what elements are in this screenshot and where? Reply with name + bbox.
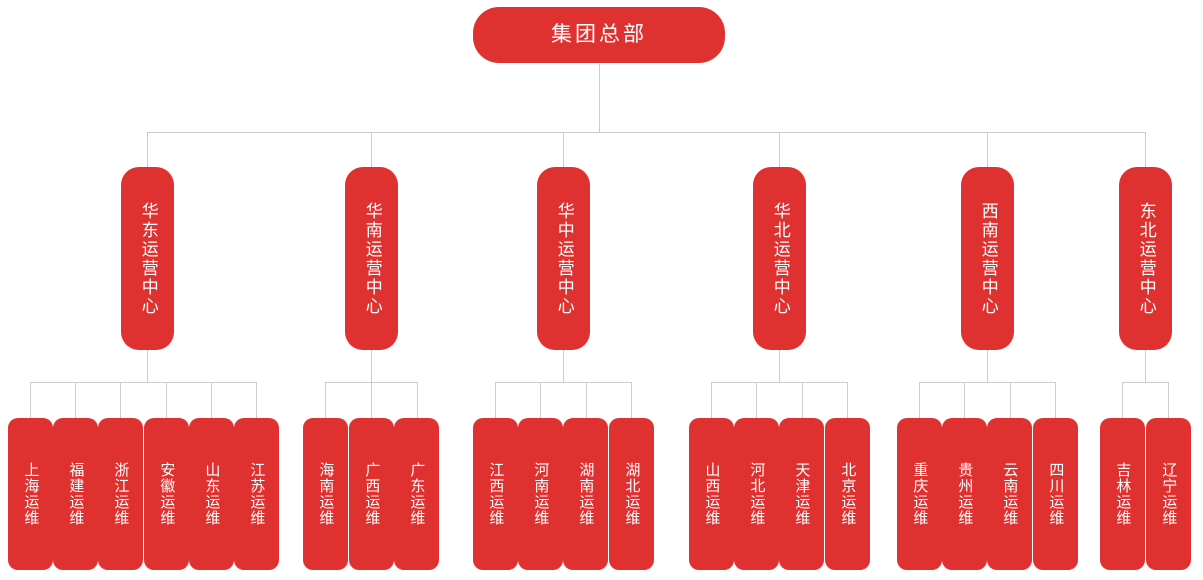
connector-drop-region-0 xyxy=(147,132,148,167)
node-leaf-guangdong[interactable]: 广东运维 xyxy=(394,418,439,570)
connector-leaf-drop-5-1 xyxy=(1168,382,1169,418)
node-leaf-jiangsu[interactable]: 江苏运维 xyxy=(234,418,279,570)
connector-leaf-drop-4-1 xyxy=(964,382,965,418)
node-leaf-guizhou[interactable]: 贵州运维 xyxy=(942,418,987,570)
node-leaf-yunnan[interactable]: 云南运维 xyxy=(987,418,1032,570)
connector-leaf-drop-0-3 xyxy=(166,382,167,418)
node-leaf-shanghai[interactable]: 上海运维 xyxy=(8,418,53,570)
connector-leaf-bus-2 xyxy=(495,382,631,383)
node-leaf-hunan[interactable]: 湖南运维 xyxy=(563,418,608,570)
node-region-dongbei[interactable]: 东北运营中心 xyxy=(1119,167,1172,350)
node-region-huadong[interactable]: 华东运营中心 xyxy=(121,167,174,350)
connector-leaf-drop-2-0 xyxy=(495,382,496,418)
connector-leaf-drop-0-4 xyxy=(211,382,212,418)
node-leaf-anhui[interactable]: 安徽运维 xyxy=(144,418,189,570)
connector-leaf-drop-1-0 xyxy=(325,382,326,418)
node-leaf-hubei[interactable]: 湖北运维 xyxy=(609,418,654,570)
connector-leaf-drop-3-1 xyxy=(756,382,757,418)
node-leaf-jilin[interactable]: 吉林运维 xyxy=(1100,418,1145,570)
connector-leaf-drop-4-0 xyxy=(919,382,920,418)
connector-leaf-drop-0-2 xyxy=(120,382,121,418)
node-leaf-tianjin[interactable]: 天津运维 xyxy=(779,418,824,570)
connector-leaf-drop-1-1 xyxy=(371,382,372,418)
node-leaf-hainan[interactable]: 海南运维 xyxy=(303,418,348,570)
connector-leaf-drop-2-2 xyxy=(586,382,587,418)
node-region-huabei[interactable]: 华北运营中心 xyxy=(753,167,806,350)
connector-drop-region-2 xyxy=(563,132,564,167)
connector-leaf-drop-5-0 xyxy=(1122,382,1123,418)
connector-region-0-stem xyxy=(147,350,148,382)
connector-leaf-drop-2-1 xyxy=(540,382,541,418)
connector-drop-region-5 xyxy=(1145,132,1146,167)
node-region-huanan[interactable]: 华南运营中心 xyxy=(345,167,398,350)
connector-region-2-stem xyxy=(563,350,564,382)
connector-region-4-stem xyxy=(987,350,988,382)
connector-leaf-bus-5 xyxy=(1122,382,1168,383)
node-leaf-hebei[interactable]: 河北运维 xyxy=(734,418,779,570)
node-leaf-jiangxi[interactable]: 江西运维 xyxy=(473,418,518,570)
connector-leaf-drop-1-2 xyxy=(417,382,418,418)
node-leaf-fujian[interactable]: 福建运维 xyxy=(53,418,98,570)
node-region-xinan[interactable]: 西南运营中心 xyxy=(961,167,1014,350)
node-leaf-beijing[interactable]: 北京运维 xyxy=(825,418,870,570)
connector-leaf-drop-3-2 xyxy=(802,382,803,418)
node-leaf-henan[interactable]: 河南运维 xyxy=(518,418,563,570)
connector-drop-region-4 xyxy=(987,132,988,167)
connector-leaf-bus-4 xyxy=(919,382,1055,383)
node-region-huazhong[interactable]: 华中运营中心 xyxy=(537,167,590,350)
connector-leaf-drop-2-3 xyxy=(631,382,632,418)
connector-leaf-bus-0 xyxy=(30,382,256,383)
connector-leaf-drop-3-0 xyxy=(711,382,712,418)
node-leaf-sichuan[interactable]: 四川运维 xyxy=(1033,418,1078,570)
connector-leaf-drop-4-2 xyxy=(1010,382,1011,418)
connector-leaf-drop-0-0 xyxy=(30,382,31,418)
connector-drop-region-3 xyxy=(779,132,780,167)
node-leaf-chongqing[interactable]: 重庆运维 xyxy=(897,418,942,570)
connector-drop-region-1 xyxy=(371,132,372,167)
connector-root-down xyxy=(599,64,600,132)
node-leaf-shandong[interactable]: 山东运维 xyxy=(189,418,234,570)
connector-leaf-drop-0-1 xyxy=(75,382,76,418)
connector-region-5-stem xyxy=(1145,350,1146,382)
node-leaf-shanxi[interactable]: 山西运维 xyxy=(689,418,734,570)
node-leaf-zhejiang[interactable]: 浙江运维 xyxy=(98,418,143,570)
node-leaf-liaoning[interactable]: 辽宁运维 xyxy=(1146,418,1191,570)
connector-leaf-drop-3-3 xyxy=(847,382,848,418)
connector-leaf-bus-3 xyxy=(711,382,847,383)
connector-leaf-drop-4-3 xyxy=(1055,382,1056,418)
node-leaf-guangxi[interactable]: 广西运维 xyxy=(349,418,394,570)
connector-leaf-drop-0-5 xyxy=(256,382,257,418)
node-root[interactable]: 集团总部 xyxy=(473,7,725,63)
connector-region-3-stem xyxy=(779,350,780,382)
connector-region-1-stem xyxy=(371,350,372,382)
connector-level1-bus xyxy=(147,132,1145,133)
